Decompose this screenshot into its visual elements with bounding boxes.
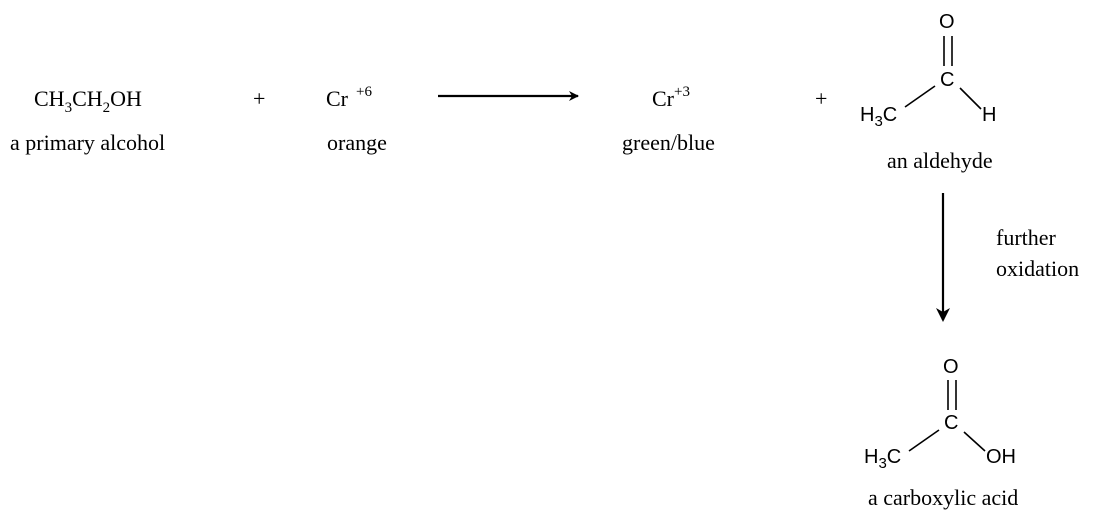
alcohol-formula: CH3CH2OH xyxy=(34,86,142,116)
acid-methyl: H3C xyxy=(864,446,901,472)
oxidant-label: orange xyxy=(327,130,387,155)
acid-hydroxyl: OH xyxy=(986,446,1016,468)
aldehyde-carbon: C xyxy=(940,69,954,91)
aldehyde-methyl: H3C xyxy=(860,104,897,130)
aldehyde-hydrogen: H xyxy=(982,104,996,126)
acid-carbonyl-oxygen: O xyxy=(943,356,959,378)
oxidation-label: oxidation xyxy=(996,256,1079,281)
plus-sign-2: + xyxy=(815,86,827,111)
reduced-formula: Cr+3 xyxy=(652,84,690,111)
reduced-label: green/blue xyxy=(622,130,715,155)
plus-sign: + xyxy=(253,86,265,111)
carboxylic-acid-label: a carboxylic acid xyxy=(868,485,1018,510)
acid-carbon: C xyxy=(944,412,958,434)
alcohol-label: a primary alcohol xyxy=(10,130,165,155)
oxidant-formula: Cr+6 xyxy=(326,84,372,111)
carboxylic-acid-structure: O C OH H3C xyxy=(864,356,1016,472)
aldehyde-structure: O C H H3C xyxy=(860,11,996,130)
further-label: further xyxy=(996,225,1057,250)
aldehyde-label: an aldehyde xyxy=(887,148,993,173)
aldehyde-oxygen: O xyxy=(939,11,955,33)
